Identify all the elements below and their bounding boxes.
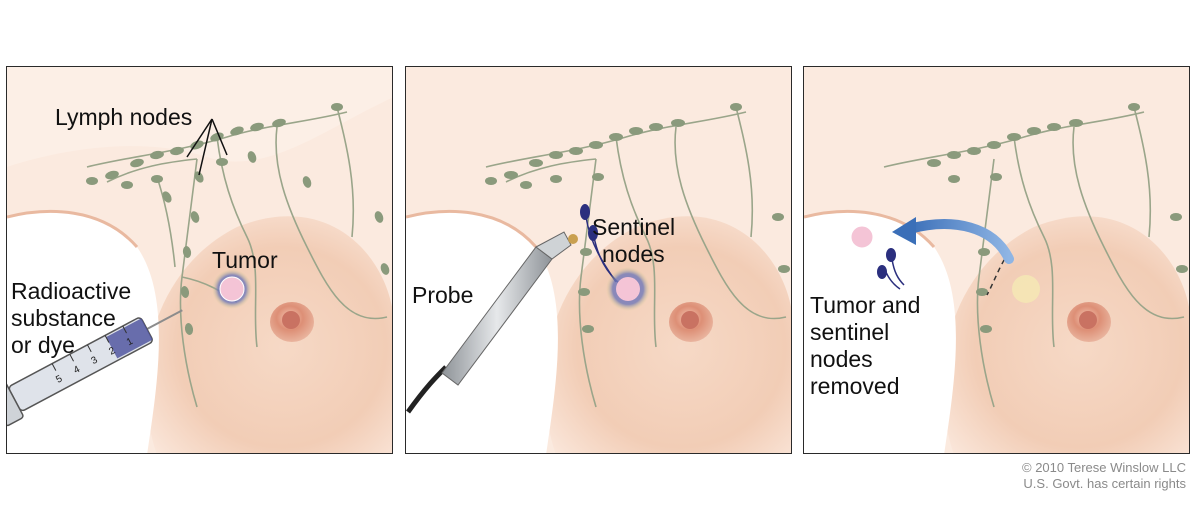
- nipple: [282, 311, 300, 329]
- copyright-line-1: © 2010 Terese Winslow LLC: [1022, 460, 1186, 475]
- panel-removed: Tumor and sentinel nodes removed: [803, 66, 1190, 454]
- injection-label-line-3: or dye: [11, 332, 75, 358]
- chest-upper: [7, 67, 392, 167]
- lymph-nodes-cluster: [86, 103, 390, 335]
- probe-cable: [406, 365, 448, 414]
- removed-label-line-2: sentinel: [810, 319, 890, 345]
- copyright-line-2: U.S. Govt. has certain rights: [1023, 476, 1186, 491]
- probe: [406, 231, 578, 414]
- lymph-nodes-cluster: [485, 103, 790, 333]
- removed-label-line-1: Tumor and: [810, 292, 921, 318]
- injection-label-line-2: substance: [11, 305, 116, 331]
- syringe-needle: [146, 309, 183, 330]
- syringe-mark-5: 5: [54, 373, 64, 386]
- tumor: [616, 277, 640, 301]
- panel-probe-illustration: [406, 67, 791, 453]
- removed-label-line-3: nodes: [810, 346, 873, 372]
- sentinel-label-line-2: nodes: [602, 241, 665, 267]
- syringe-mark-3: 3: [90, 354, 100, 367]
- breast: [544, 216, 791, 453]
- injection-label-line-1: Radioactive: [11, 278, 132, 304]
- lymph-nodes-label: Lymph nodes: [55, 104, 193, 130]
- syringe-mark-1: 1: [125, 336, 135, 349]
- syringe-mark-4: 4: [72, 364, 82, 377]
- removal-arrow: [904, 219, 1014, 264]
- panel-removed-illustration: [804, 67, 1189, 453]
- panel-injection: 1 2 3 4 5 Lymph nodes Tumor Radioactive …: [6, 66, 393, 454]
- tumor: [219, 276, 245, 302]
- tumor-label: Tumor: [212, 247, 278, 273]
- sentinel-label-line-1: Sentinel: [592, 214, 676, 240]
- removal-arrow-head: [892, 217, 916, 245]
- lymph-nodes-cluster: [927, 103, 1188, 333]
- probe-label: Probe: [412, 282, 474, 308]
- removed-tumor: [850, 225, 874, 249]
- panel-probe: Probe Sentinel nodes: [405, 66, 792, 454]
- syringe-flange: [7, 382, 24, 427]
- breast: [942, 216, 1189, 453]
- syringe: 1 2 3 4 5: [7, 309, 183, 427]
- nipple: [681, 311, 699, 329]
- panel-injection-illustration: 1 2 3 4 5: [7, 67, 392, 453]
- removed-sentinel-nodes: [877, 248, 905, 290]
- syringe-mark-2: 2: [107, 345, 117, 358]
- breast: [145, 216, 392, 453]
- removed-label-line-4: removed: [810, 373, 900, 399]
- lymph-nodes-pointer: [186, 118, 228, 176]
- lymph-vessels: [883, 106, 1185, 408]
- arm-shadow: [804, 211, 956, 453]
- tumor-site: [1012, 275, 1040, 303]
- nipple: [1079, 311, 1097, 329]
- syringe-dye: [106, 318, 153, 359]
